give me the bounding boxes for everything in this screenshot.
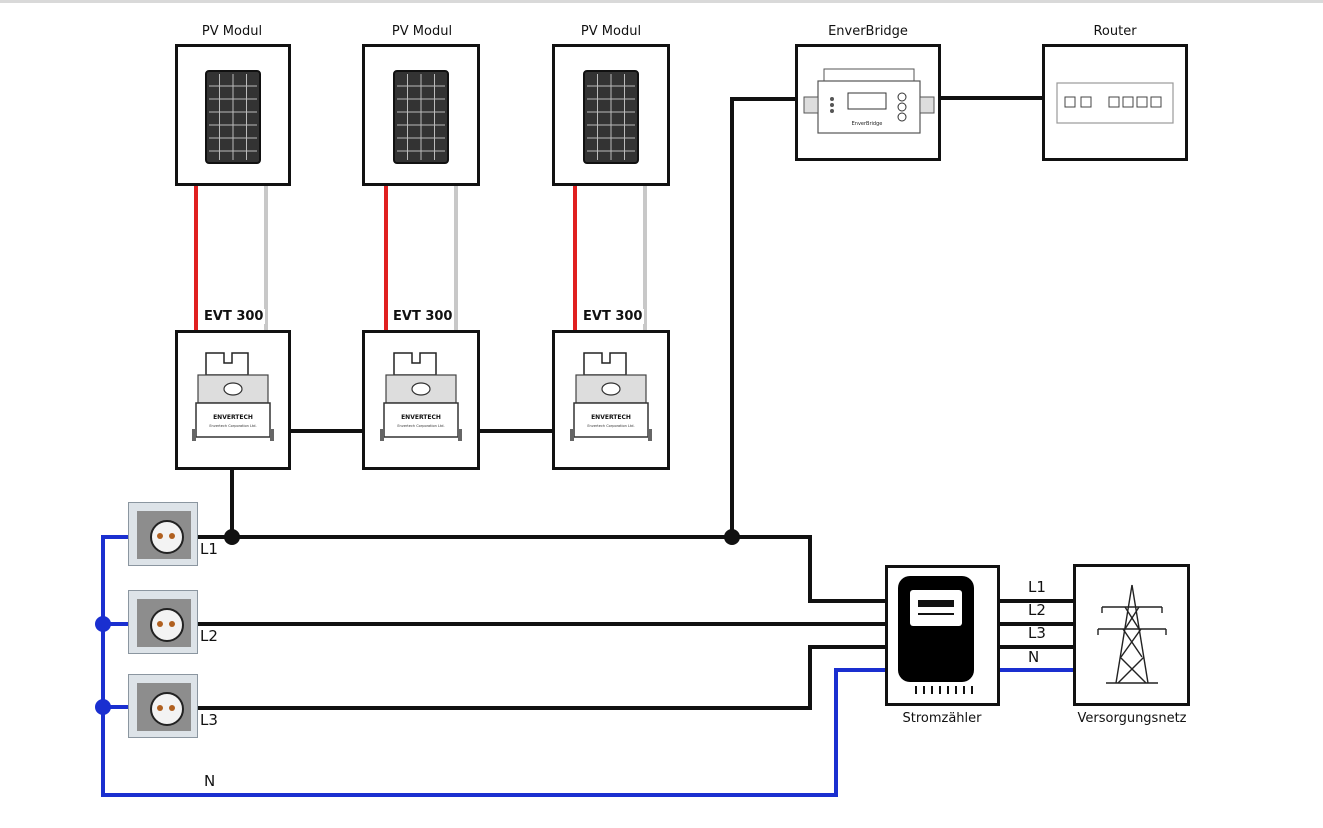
solar-panel-icon (393, 70, 449, 164)
l1-wire (197, 535, 887, 603)
socket-icon (150, 692, 184, 726)
junction-dot (95, 699, 111, 715)
meter-label: Stromzähler (902, 711, 982, 726)
neutral-wire (101, 535, 887, 797)
solar-panel-icon (583, 70, 639, 164)
grid-label: Versorgungsnetz (1077, 711, 1187, 726)
enverbridge-box: EnverBridge (795, 44, 941, 161)
line-label: L2 (1028, 601, 1046, 619)
enverbridge-device-icon: EnverBridge (803, 68, 935, 134)
inverter-brand: ENVERTECH (591, 414, 631, 421)
microinverter-icon: ENVERTECH Envertech Corporation Ltd. (570, 352, 652, 441)
inverter-brand: ENVERTECH (213, 414, 253, 421)
wall-socket-l1 (128, 502, 198, 566)
junction-dot (224, 529, 240, 545)
inverter-2: ENVERTECH Envertech Corporation Ltd. (362, 330, 480, 470)
inverter-3: ENVERTECH Envertech Corporation Ltd. (552, 330, 670, 470)
wall-socket-l3 (128, 674, 198, 738)
microinverter-icon: ENVERTECH Envertech Corporation Ltd. (192, 352, 274, 441)
top-border (0, 0, 1323, 3)
wall-socket-l2 (128, 590, 198, 654)
junction-dot (95, 616, 111, 632)
microinverter-icon: ENVERTECH Envertech Corporation Ltd. (380, 352, 462, 441)
router-device-icon (1056, 82, 1174, 124)
enverbridge-device-text: EnverBridge (852, 121, 883, 127)
socket-phase-label: L2 (200, 627, 218, 645)
socket-icon (150, 608, 184, 642)
power-tower-icon (1097, 584, 1167, 684)
junction-dot (724, 529, 740, 545)
line-label: L1 (1028, 578, 1046, 596)
dc-wires (194, 186, 647, 330)
inverter-1: ENVERTECH Envertech Corporation Ltd. (175, 330, 291, 470)
router-label: Router (1093, 24, 1137, 39)
pv-module-1 (175, 44, 291, 186)
line-label: N (1028, 648, 1040, 666)
electricity-meter (885, 565, 1000, 706)
inverter-subtitle: Envertech Corporation Ltd. (209, 424, 256, 428)
inverter-label: EVT 300 (391, 309, 455, 324)
inverter-brand: ENVERTECH (401, 414, 441, 421)
pv-module-label: PV Modul (580, 24, 642, 39)
l3-wire (197, 645, 887, 710)
pv-module-label: PV Modul (391, 24, 453, 39)
solar-panel-icon (205, 70, 261, 164)
meter-terminals (915, 686, 973, 694)
router-box (1042, 44, 1188, 161)
enverbridge-feed-wire (730, 97, 795, 537)
line-label: L3 (1028, 624, 1046, 642)
pv-module-3 (552, 44, 670, 186)
pv-module-2 (362, 44, 480, 186)
socket-phase-label: L3 (200, 711, 218, 729)
inverter-subtitle: Envertech Corporation Ltd. (587, 424, 634, 428)
socket-phase-label: L1 (200, 540, 218, 558)
inverter-label: EVT 300 (581, 309, 645, 324)
socket-icon (150, 520, 184, 554)
meter-icon (898, 576, 974, 682)
inverter-label: EVT 300 (202, 309, 266, 324)
inverter-subtitle: Envertech Corporation Ltd. (397, 424, 444, 428)
neutral-label: N (204, 772, 216, 790)
pv-module-label: PV Modul (201, 24, 263, 39)
phase-wires (197, 96, 1075, 710)
enverbridge-label: EnverBridge (828, 24, 908, 39)
utility-grid-box (1073, 564, 1190, 706)
